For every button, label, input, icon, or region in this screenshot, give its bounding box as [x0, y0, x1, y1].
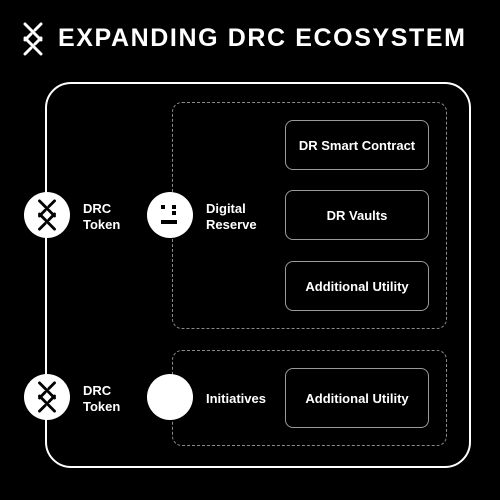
ecosystem-frame — [45, 82, 471, 468]
dr-vaults-box[interactable]: DR Vaults — [285, 190, 429, 240]
token-label-2: DRC Token — [83, 383, 120, 415]
dr-smart-contract-label: DR Smart Contract — [298, 137, 416, 153]
token-label-1-line2: Token — [83, 217, 121, 232]
digital-reserve-face-icon — [161, 205, 177, 224]
drc-helix-logo-icon — [23, 22, 43, 56]
dr-vaults-label: DR Vaults — [326, 207, 388, 223]
additional-utility-box-1[interactable]: Additional Utility — [285, 261, 429, 311]
additional-utility-box-2[interactable]: Additional Utility — [285, 368, 429, 428]
token-node-1[interactable] — [24, 192, 70, 238]
token-label-1-line1: DRC — [83, 201, 112, 216]
additional-utility-label-2: Additional Utility — [305, 390, 409, 406]
initiatives-node[interactable] — [147, 374, 193, 420]
page-title: EXPANDING DRC ECOSYSTEM — [58, 24, 467, 52]
dr-smart-contract-box[interactable]: DR Smart Contract — [285, 120, 429, 170]
digital-reserve-label: Digital Reserve — [206, 201, 257, 233]
token-label-2-line2: Token — [83, 399, 121, 414]
digital-reserve-label-line1: Digital — [206, 201, 246, 216]
additional-utility-label-1: Additional Utility — [305, 278, 409, 294]
drc-helix-icon — [38, 381, 56, 413]
initiatives-label: Initiatives — [206, 391, 266, 406]
digital-reserve-label-line2: Reserve — [206, 217, 257, 232]
digital-reserve-node[interactable] — [147, 192, 193, 238]
token-label-2-line1: DRC — [83, 383, 112, 398]
token-node-2[interactable] — [24, 374, 70, 420]
drc-helix-icon — [38, 199, 56, 231]
token-label-1: DRC Token — [83, 201, 120, 233]
